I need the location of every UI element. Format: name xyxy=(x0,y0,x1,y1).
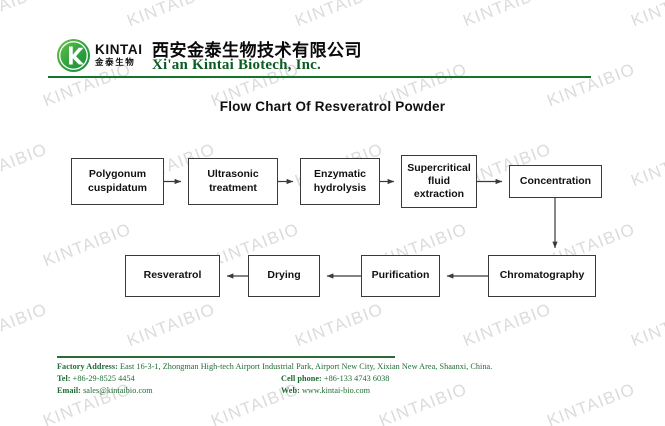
footer-address: Factory Address: East 16-3-1, Zhongman H… xyxy=(57,362,492,371)
company-name-cn: 西安金泰生物技术有限公司 xyxy=(152,41,362,61)
footer-cellphone-value: +86-133 4743 6038 xyxy=(323,374,390,383)
logo-brand-en: KINTAI xyxy=(95,42,143,57)
page-footer: Factory Address: East 16-3-1, Zhongman H… xyxy=(0,352,665,400)
flow-node-drying[interactable]: Drying xyxy=(248,255,320,297)
watermark-text: KINTAIBIO xyxy=(628,139,665,191)
watermark-text: KINTAIBIO xyxy=(40,219,134,271)
watermark-text: KINTAIBIO xyxy=(628,299,665,351)
flow-node-chromatography[interactable]: Chromatography xyxy=(488,255,596,297)
watermark-text: KINTAIBIO xyxy=(124,299,218,351)
footer-cellphone: Cell phone: +86-133 4743 6038 xyxy=(281,374,389,383)
footer-address-value: East 16-3-1, Zhongman High-tech Airport … xyxy=(120,362,493,371)
kintai-circle-k-logo-icon xyxy=(56,38,91,73)
page-title: Flow Chart Of Resveratrol Powder xyxy=(219,99,446,114)
logo-brand-cn: 金泰生物 xyxy=(95,57,136,68)
footer-tel: Tel: +86-29-8525 4454 xyxy=(57,374,135,383)
footer-divider xyxy=(57,356,395,358)
footer-email-label: Email: xyxy=(57,386,81,395)
watermark-text: KINTAIBIO xyxy=(0,139,50,191)
footer-tel-label: Tel: xyxy=(57,374,71,383)
watermark-text: KINTAIBIO xyxy=(460,299,554,351)
logo-wordmark: KINTAI 金泰生物 xyxy=(95,43,143,67)
footer-address-label: Factory Address: xyxy=(57,362,118,371)
company-logo: KINTAI 金泰生物 xyxy=(56,37,144,73)
footer-website-label: Web: xyxy=(281,386,300,395)
footer-tel-value: +86-29-8525 4454 xyxy=(72,374,135,383)
watermark-text: KINTAIBIO xyxy=(292,299,386,351)
footer-cellphone-label: Cell phone: xyxy=(281,374,322,383)
footer-email-value[interactable]: sales@kintaibio.com xyxy=(83,386,153,395)
watermark-text: KINTAIBIO xyxy=(0,299,50,351)
footer-email[interactable]: Email: sales@kintaibio.com xyxy=(57,386,153,395)
company-name-en: Xi'an Kintai Biotech, Inc. xyxy=(152,57,321,73)
footer-website-value[interactable]: www.kintai-bio.com xyxy=(301,386,371,395)
footer-website[interactable]: Web: www.kintai-bio.com xyxy=(281,386,370,395)
flow-node-resveratrol[interactable]: Resveratrol xyxy=(125,255,220,297)
header-divider xyxy=(48,76,591,78)
page-header: KINTAI 金泰生物 西安金泰生物技术有限公司 Xi'an Kintai Bi… xyxy=(0,0,665,82)
flow-node-concentration[interactable]: Concentration xyxy=(509,165,602,198)
flow-node-purification[interactable]: Purification xyxy=(361,255,440,297)
